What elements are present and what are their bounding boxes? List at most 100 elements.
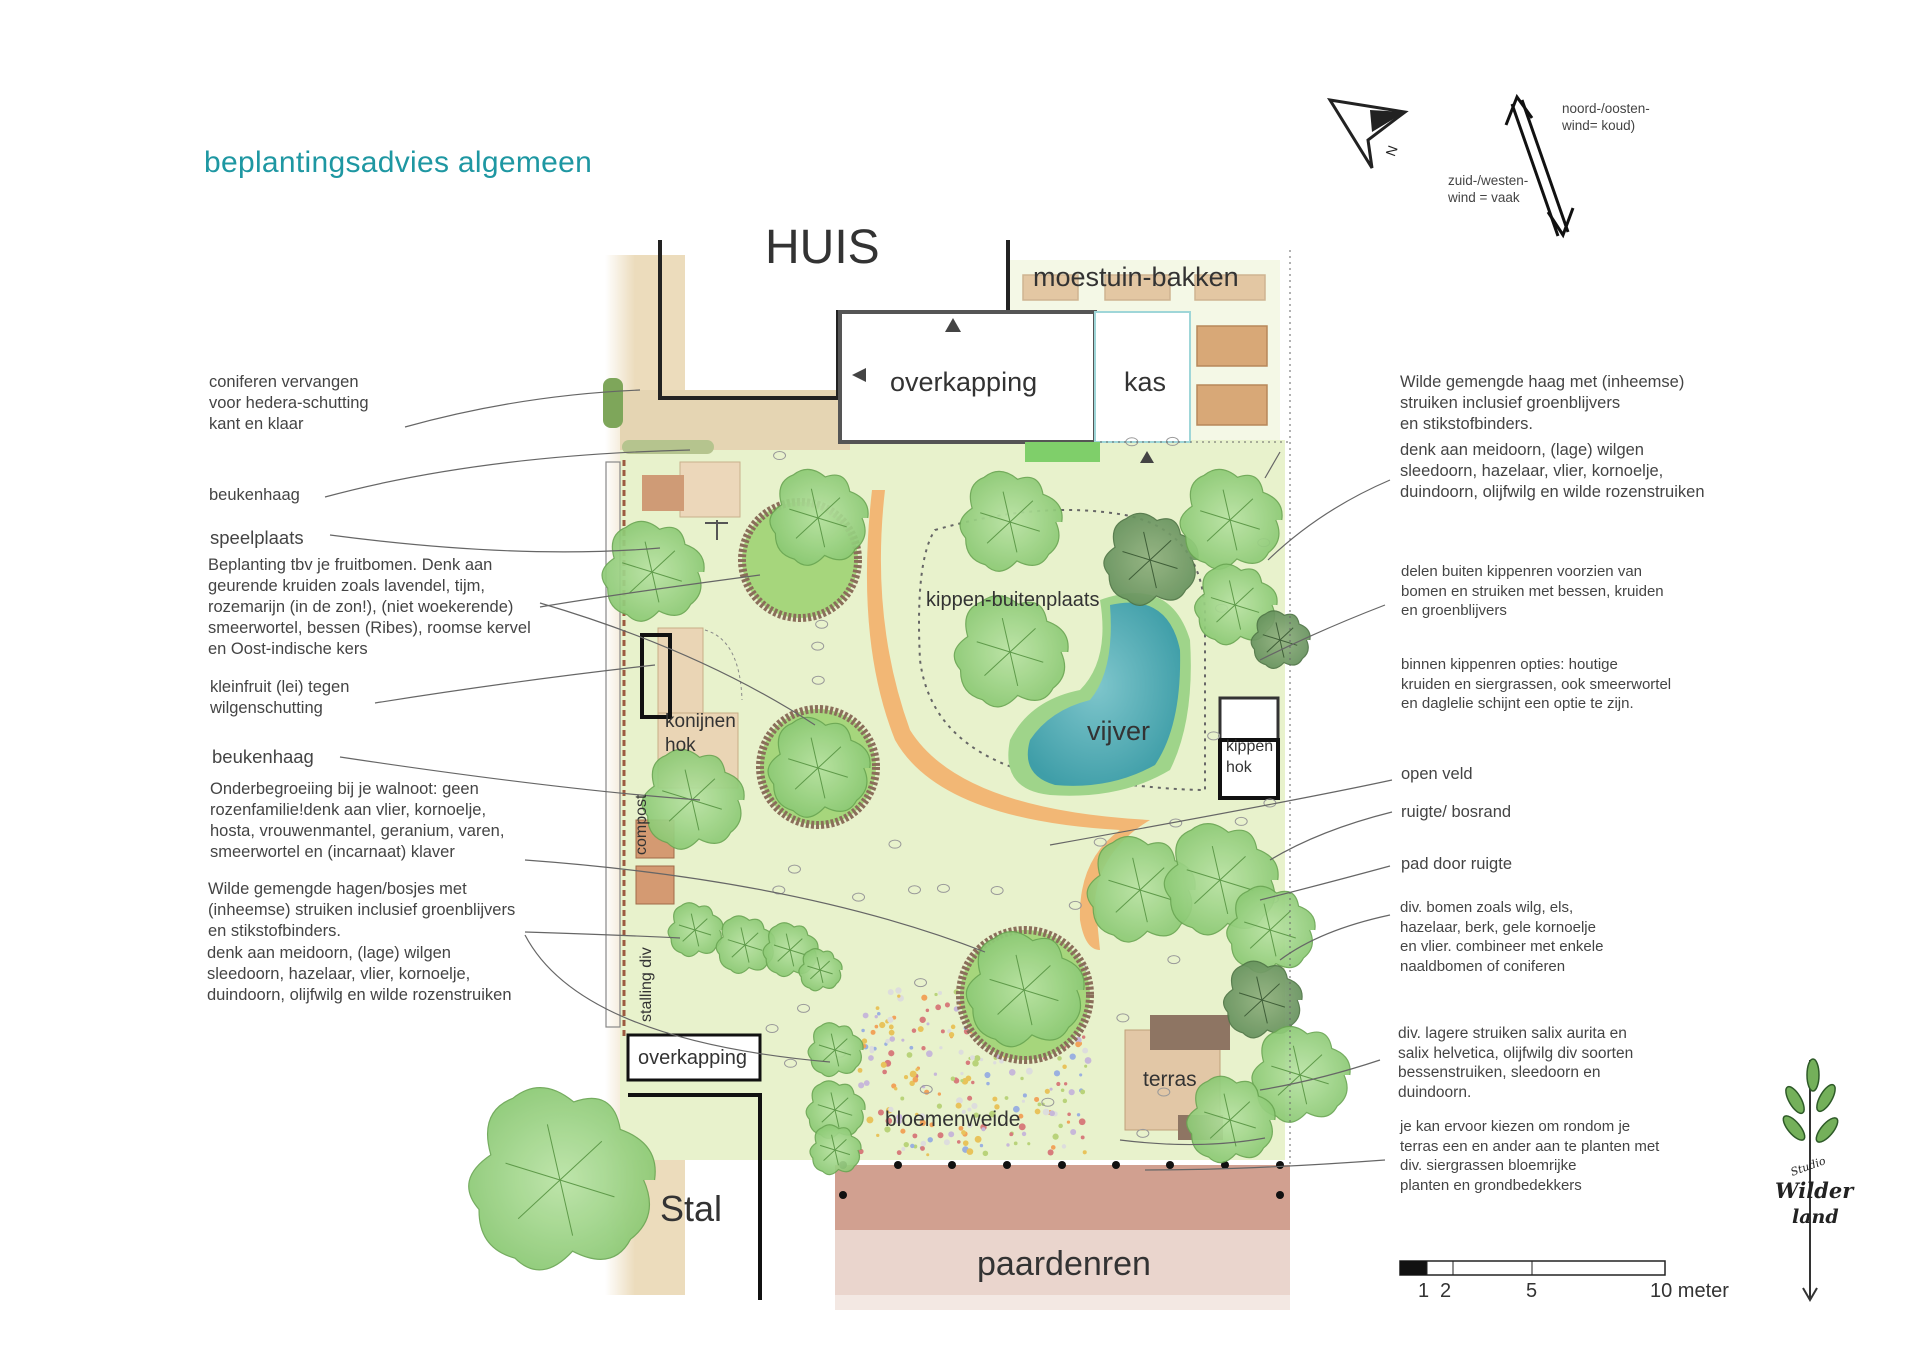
tree-branch [785, 933, 791, 951]
flower-dot [1013, 1105, 1020, 1113]
tree-branch [1256, 976, 1263, 1001]
tree-branch [817, 746, 842, 769]
flower-dot [1057, 1056, 1062, 1061]
tree-branch [789, 949, 807, 956]
stepping-stone [990, 885, 1004, 895]
stepping-stone [1234, 816, 1248, 826]
flower-dot [986, 1081, 990, 1086]
wind-arrow-icon [1504, 93, 1575, 239]
flower-dot [1034, 1096, 1040, 1102]
flower-dot [981, 1127, 986, 1132]
moestuin-beds [1022, 274, 1268, 426]
flower-dot [895, 987, 902, 994]
tree-branch [830, 1033, 836, 1051]
flower-dot [929, 1122, 935, 1128]
tree-branch [1200, 510, 1231, 521]
tree-branch [1002, 491, 1011, 523]
flower-dot [992, 1096, 998, 1102]
flower-dot [933, 1072, 938, 1076]
tree-branch [818, 1044, 836, 1051]
overkapping-top-box [838, 310, 1097, 444]
tree-branch [1143, 531, 1151, 561]
flower-dot [955, 1102, 962, 1109]
label-moestuin: moestuin-bakken [1033, 262, 1239, 292]
tree-branch [1149, 559, 1157, 589]
stepping-stone [1041, 1097, 1055, 1107]
flower-dot [937, 1092, 942, 1096]
stepping-stone [797, 1003, 811, 1013]
tree-branch [830, 1092, 836, 1111]
flower-dot [972, 1059, 979, 1067]
tree-branch [817, 497, 841, 519]
tree-branch [1001, 617, 1011, 653]
flower-dot [1070, 1128, 1077, 1135]
flower-dot [917, 1026, 924, 1033]
stepping-stone [765, 1023, 779, 1033]
flower-dot [979, 1057, 984, 1062]
label-kas: kas [1124, 367, 1167, 397]
flower-dot [1004, 1096, 1009, 1100]
flower-dot [940, 1029, 945, 1034]
tree-branch [740, 927, 746, 946]
tree-branch [1219, 855, 1246, 881]
tree-branch [986, 521, 1011, 544]
tree-branch [822, 1049, 836, 1062]
label-kippen-buitenplaats: kippen-buitenplaats [926, 589, 1100, 611]
flower-dot [1053, 1070, 1061, 1077]
stepping-stone [784, 1058, 798, 1068]
flower-dot [1052, 1133, 1059, 1140]
flower-dot [947, 1029, 952, 1034]
flower-dot [887, 1016, 894, 1023]
tree-branch [817, 517, 826, 548]
note-speelplaats: speelplaats [210, 527, 304, 548]
tree-branch [1015, 954, 1025, 991]
flower-dot [882, 1069, 887, 1075]
note-open-veld: open veld [1401, 765, 1473, 783]
flower-dot [1006, 1143, 1010, 1147]
flower-dot [969, 1055, 975, 1061]
flower-dot [894, 1086, 898, 1091]
scale-tick-2: 2 [1440, 1280, 1452, 1302]
stepping-stone [1093, 837, 1107, 847]
flower-dot [906, 1052, 913, 1058]
flower-dot [925, 1008, 930, 1013]
flower-dot [989, 1110, 996, 1118]
label-vijver: vijver [1087, 716, 1151, 746]
note-walnoot: Onderbegroeiing bij je walnoot: geen roz… [210, 780, 505, 861]
flower-dot [901, 1146, 906, 1151]
tree-branch [1149, 540, 1172, 561]
flower-dot [896, 1150, 902, 1156]
scale-tick-10: 10 meter [1650, 1280, 1729, 1302]
flower-dot [936, 1103, 943, 1109]
tree-branch [976, 641, 1011, 653]
tree-branch [559, 1179, 574, 1236]
tree-branch [1206, 519, 1231, 542]
label-terras: terras [1143, 1068, 1197, 1091]
flower-dot [880, 1061, 887, 1068]
tree-branch [1299, 1054, 1323, 1076]
flower-dot [966, 1148, 974, 1155]
note-struiken: div. lagere struiken salix aurita en sal… [1398, 1025, 1634, 1101]
tree-branch [1139, 867, 1165, 891]
flower-dot [926, 1050, 933, 1058]
tree-branch [810, 488, 819, 519]
tree-branch [1128, 559, 1151, 580]
flower-dot [979, 1143, 984, 1148]
flower-dot [870, 1029, 876, 1035]
tree-branch [1023, 989, 1059, 1002]
speelplaats [642, 461, 741, 540]
tree-branch [819, 969, 824, 983]
tree-branch [1234, 604, 1242, 630]
label-kippenhok: kippen hok [1226, 738, 1274, 776]
flower-dot [939, 1046, 943, 1050]
kippen-ren-fence [918, 509, 1206, 792]
tree-branch [789, 938, 803, 951]
tree-branch [1223, 1093, 1231, 1121]
flower-dot [948, 1032, 955, 1038]
flower-dot [879, 1021, 886, 1029]
flower-dot [1084, 1057, 1092, 1064]
note-ruigte: ruigte/ bosrand [1401, 803, 1512, 821]
note-bomen: div. bomen zoals wilg, els, hazelaar, be… [1400, 899, 1604, 975]
tree-branch [691, 799, 700, 831]
tree-branch [1122, 551, 1151, 561]
